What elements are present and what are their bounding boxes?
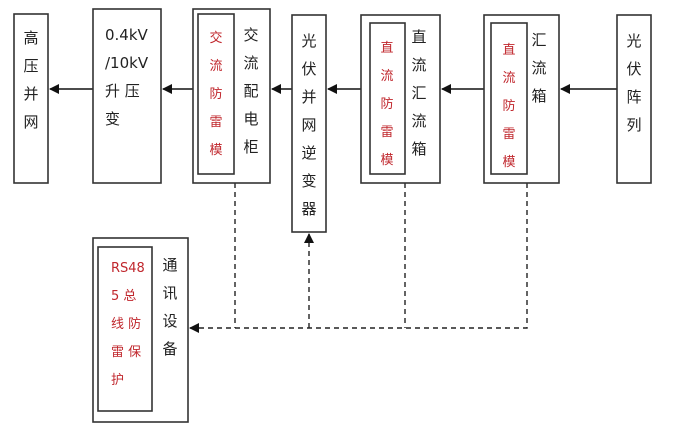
label-text: 通 [162, 256, 177, 274]
label-text: 压 [23, 57, 38, 75]
label-text: 雷 [380, 125, 393, 140]
label-text: 护 [111, 373, 124, 388]
label-text: 0.4kV [105, 26, 149, 44]
label-text: 变 [301, 172, 316, 190]
label-text: 变 [105, 110, 120, 128]
label-text: 雷 [209, 115, 222, 130]
label-text: 流 [380, 69, 393, 84]
label-text: 交 [243, 26, 258, 44]
ac-surge-module [197, 13, 235, 175]
rs485-surge-module [97, 246, 153, 412]
label-text: 阵 [626, 88, 641, 106]
label-text: 防 [502, 98, 515, 114]
label-text: 流 [411, 56, 426, 74]
label-text: 箱 [411, 140, 426, 158]
label-text: 备 [162, 340, 177, 358]
label-text: /10kV [105, 54, 149, 72]
label-text: 网 [301, 116, 316, 134]
label-text: 模 [209, 143, 222, 158]
label-text: 流 [411, 112, 426, 130]
dc-surge-module [369, 22, 406, 175]
label-text: 伏 [301, 60, 316, 78]
label-text: 列 [626, 116, 641, 134]
label-text: 配 [243, 82, 258, 100]
label-text: 网 [23, 113, 38, 131]
label-text: 器 [301, 200, 316, 218]
label-text: 直 [502, 43, 515, 58]
label-text: 流 [243, 54, 258, 72]
label-text: 讯 [162, 284, 177, 302]
label-text: 流 [502, 71, 515, 86]
label-text: 光 [626, 32, 641, 50]
label-text: 交 [209, 30, 222, 46]
label-text: 并 [301, 88, 316, 106]
label-text: 线 防 [111, 316, 141, 332]
comm-bus-line [189, 183, 528, 333]
label-text: 5 总 [111, 289, 136, 304]
label-text: 模 [380, 153, 393, 168]
label-text: 伏 [626, 60, 641, 78]
label-text: 直 [380, 41, 393, 56]
label-text: 光 [301, 32, 316, 50]
label-text: 流 [531, 59, 546, 77]
label-text: 并 [23, 85, 38, 103]
label-text: 逆 [301, 144, 316, 162]
label-text: 电 [243, 110, 258, 128]
label-text: 雷 保 [111, 345, 141, 360]
label-text: 防 [380, 96, 393, 112]
label-text: 设 [162, 312, 177, 330]
label-text: 直 [411, 28, 426, 46]
label-text: 柜 [243, 138, 258, 156]
label-text: 汇 [411, 84, 426, 102]
label-text: 汇 [531, 31, 546, 49]
node-transformer: 0.4kV/10kV 升 压变 [92, 8, 162, 184]
combiner-surge-module [490, 22, 528, 175]
label-text: 防 [209, 86, 222, 102]
label-text: 模 [502, 155, 515, 170]
label-text: RS48 [111, 261, 145, 276]
label-text: 升 压 [105, 82, 140, 100]
label-text: 雷 [502, 127, 515, 142]
label-text: 流 [209, 59, 222, 74]
label-text: 箱 [531, 87, 546, 105]
label-text: 高 [23, 29, 38, 47]
